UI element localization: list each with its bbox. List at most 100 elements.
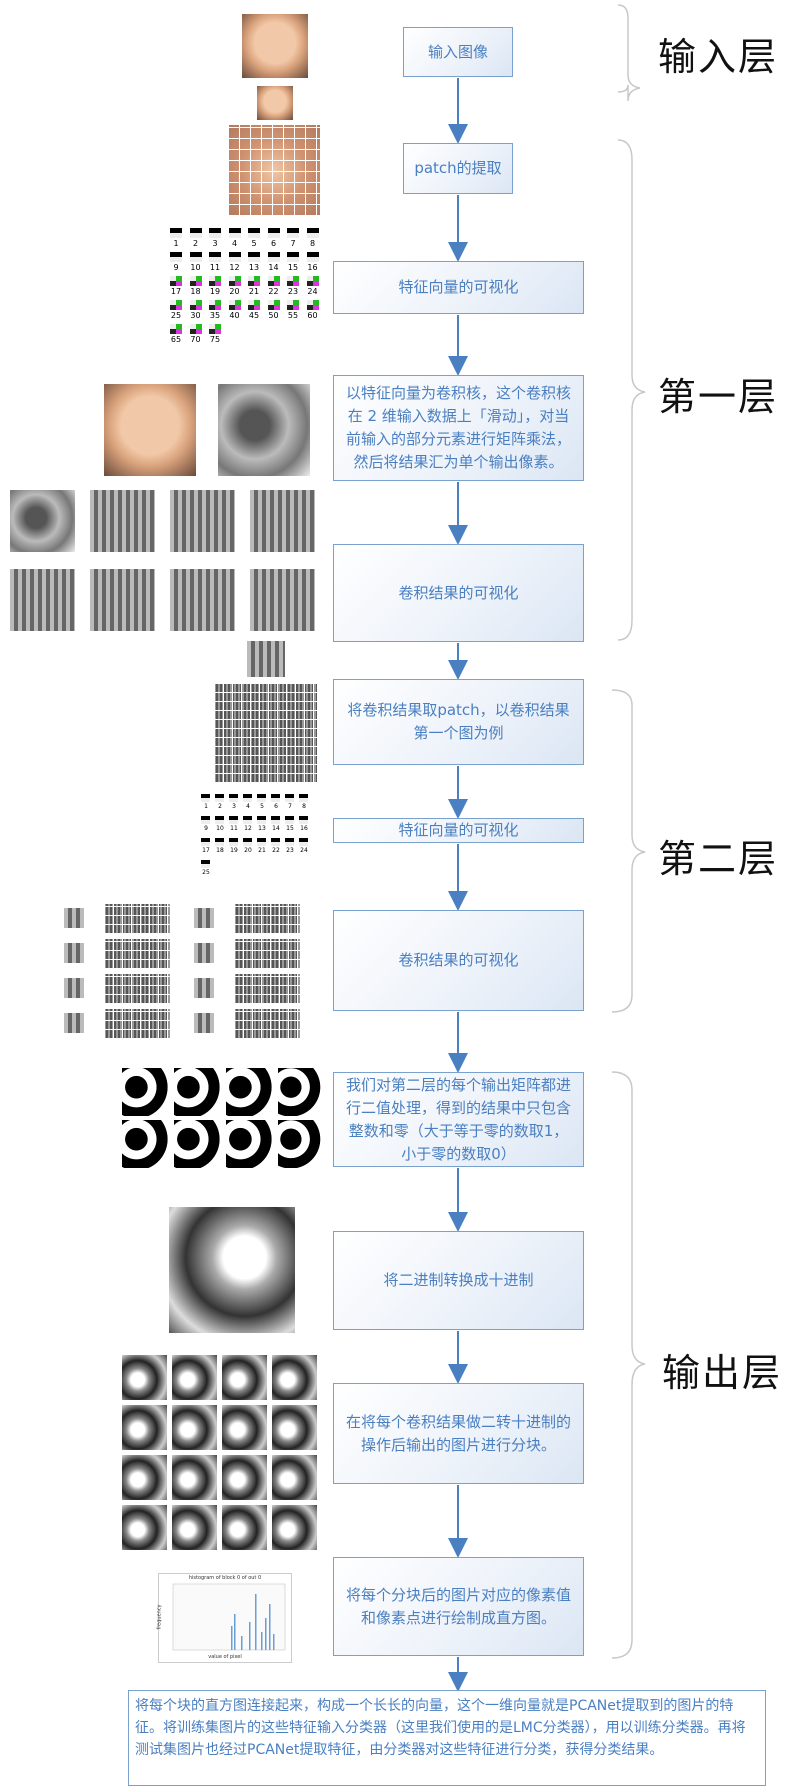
kernel-l2-20 xyxy=(243,838,252,846)
kernel-l2-14 xyxy=(271,816,280,824)
kernel-l1-label: 35 xyxy=(209,311,221,320)
layer-label-second: 第二层 xyxy=(658,837,779,881)
kernel-l1-15 xyxy=(287,252,299,262)
kernel-l1-22 xyxy=(267,276,280,286)
block-tile xyxy=(122,1355,167,1400)
kernel-l1-label: 13 xyxy=(248,263,260,272)
kernel-l2-label: 9 xyxy=(204,825,208,832)
histogram-plot xyxy=(172,1583,286,1651)
binary-map xyxy=(226,1068,274,1116)
kernel-l2-6 xyxy=(271,794,280,802)
block-tile xyxy=(222,1405,267,1450)
histogram-title: histogram of block 0 of out 0 xyxy=(188,1575,262,1581)
decimal-map-image xyxy=(169,1207,295,1333)
l2-output-grid xyxy=(234,904,300,934)
kernel-l2-label: 4 xyxy=(246,803,250,810)
layer-label-first: 第一层 xyxy=(658,375,779,419)
kernel-l1-label: 75 xyxy=(209,335,221,344)
block-tile xyxy=(272,1505,317,1550)
kernel-l2-label: 21 xyxy=(258,847,266,854)
kernel-l1-20 xyxy=(228,276,241,286)
kernel-l2-22 xyxy=(271,838,280,846)
step-histogram: 将每个分块后的图片对应的像素值和像素点进行绘制成直方图。 xyxy=(333,1557,584,1656)
kernel-l2-3 xyxy=(229,794,238,802)
kernel-l2-8 xyxy=(299,794,308,802)
kernel-l1-10 xyxy=(189,252,202,262)
block-tile xyxy=(272,1455,317,1500)
block-tile xyxy=(222,1505,267,1550)
kernel-l1-60 xyxy=(306,300,319,310)
l2-input-thumb xyxy=(64,908,84,928)
kernel-l2-label: 7 xyxy=(288,803,292,810)
kernel-l1-label: 45 xyxy=(248,311,260,320)
kernel-l2-23 xyxy=(285,838,294,846)
block-tile xyxy=(122,1505,167,1550)
binary-map xyxy=(122,1068,170,1116)
binary-map xyxy=(278,1120,321,1168)
l2-output-grid xyxy=(234,974,300,1004)
kernel-l1-6 xyxy=(267,228,280,238)
kernel-l2-7 xyxy=(285,794,294,802)
l2-input-thumb xyxy=(194,1013,214,1033)
step-binary-to-decimal: 将二进制转换成十进制 xyxy=(333,1231,584,1330)
conv-result-thumb xyxy=(90,490,155,552)
conv-result-thumb xyxy=(10,490,75,552)
kernel-l2-label: 6 xyxy=(274,803,278,810)
patch-grid-l2-image xyxy=(214,683,317,783)
conv-output-image xyxy=(218,384,310,476)
kernel-l1-label: 3 xyxy=(212,239,218,248)
conv-result-thumb xyxy=(250,490,315,552)
kernel-l1-label: 5 xyxy=(251,239,257,248)
kernel-l2-17 xyxy=(201,838,210,846)
kernel-l2-15 xyxy=(285,816,294,824)
kernel-l2-label: 14 xyxy=(272,825,280,832)
kernel-l1-label: 21 xyxy=(248,287,260,296)
conv-result-thumb xyxy=(90,569,155,631)
binary-map xyxy=(174,1068,222,1116)
kernel-l1-label: 30 xyxy=(190,311,201,320)
kernel-l1-label: 12 xyxy=(229,263,240,272)
kernel-l2-label: 1 xyxy=(204,803,208,810)
kernel-l2-4 xyxy=(243,794,252,802)
kernel-l1-3 xyxy=(209,228,221,238)
kernel-l1-45 xyxy=(248,300,260,310)
kernel-l2-label: 23 xyxy=(286,847,294,854)
kernel-l2-21 xyxy=(257,838,266,846)
l2-input-thumb xyxy=(194,978,214,998)
kernel-l2-19 xyxy=(229,838,238,846)
input-face-small-image xyxy=(257,86,293,120)
l2-output-grid xyxy=(104,904,170,934)
kernel-l2-label: 10 xyxy=(216,825,224,832)
binary-map xyxy=(226,1120,274,1168)
binary-map xyxy=(278,1068,321,1116)
histogram-ylabel: frequency xyxy=(156,1604,163,1630)
kernel-l1-55 xyxy=(287,300,299,310)
kernel-l2-1 xyxy=(201,794,210,802)
conv-result-small-thumb xyxy=(247,641,285,677)
step-eigenvector-visualization-l2: 特征向量的可视化 xyxy=(333,818,584,843)
kernel-l1-4 xyxy=(228,228,241,238)
l2-input-thumb xyxy=(64,943,84,963)
kernel-l2-label: 16 xyxy=(300,825,308,832)
kernel-l1-label: 18 xyxy=(190,287,201,296)
kernel-l1-8 xyxy=(306,228,319,238)
kernel-l1-label: 2 xyxy=(192,239,199,248)
kernel-l1-label: 4 xyxy=(231,239,238,248)
binary-map xyxy=(122,1120,170,1168)
kernel-l1-label: 16 xyxy=(307,263,318,272)
step-binarization: 我们对第二层的每个输出矩阵都进行二值处理，得到的结果中只包含整数和零（大于等于零… xyxy=(333,1072,584,1167)
step-convolution-description: 以特征向量为卷积核，这个卷积核在 2 维输入数据上「滑动」，对当前输入的部分元素… xyxy=(333,375,584,481)
kernel-l1-18 xyxy=(189,276,202,286)
block-tile xyxy=(172,1505,217,1550)
layer-braces xyxy=(611,4,646,1659)
kernel-l1-label: 40 xyxy=(229,311,240,320)
kernel-l2-label: 8 xyxy=(302,803,306,810)
kernel-l1-label: 14 xyxy=(268,263,279,272)
kernel-l1-label: 60 xyxy=(307,311,318,320)
kernel-l1-12 xyxy=(228,252,241,262)
kernel-l2-12 xyxy=(243,816,252,824)
step-final-classification: 将每个块的直方图连接起来，构成一个长长的向量，这个一维向量就是PCANet提取到… xyxy=(128,1690,766,1786)
kernel-l1-label: 9 xyxy=(173,263,179,272)
kernel-l2-label: 15 xyxy=(286,825,294,832)
kernel-l2-label: 22 xyxy=(272,847,280,854)
